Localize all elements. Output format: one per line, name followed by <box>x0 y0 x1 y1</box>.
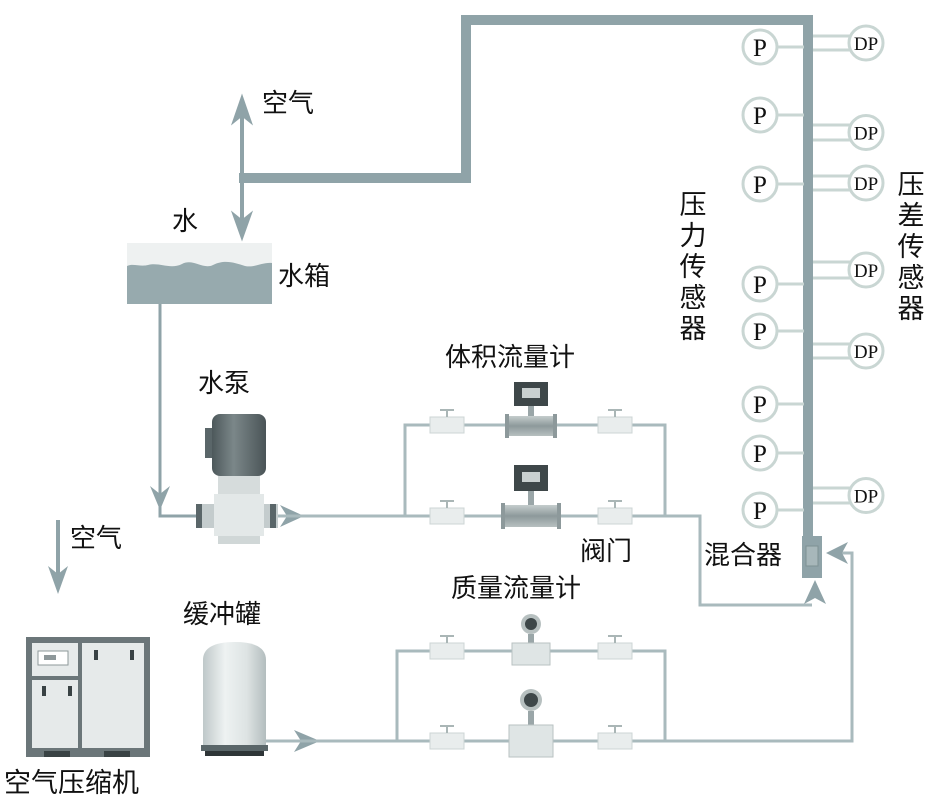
pressure-sensor-text: P <box>753 272 767 299</box>
air-valve-upper-right <box>597 635 633 660</box>
pressure-sensor: P <box>741 312 804 350</box>
air-compressor <box>26 637 150 757</box>
pressure-sensor-label: 压力传感器 <box>675 190 707 345</box>
water-valve-lower-right <box>597 500 633 525</box>
dp-sensor: DP <box>813 251 885 289</box>
water-pump <box>196 414 278 544</box>
water-valve-lower-left <box>429 500 465 525</box>
pressure-sensor-text: P <box>753 103 767 130</box>
pressure-sensor: P <box>741 491 804 529</box>
dp-sensor: DP <box>813 477 885 514</box>
sensor-ring <box>847 251 885 289</box>
air-compressor-label: 空气压缩机 <box>4 768 139 799</box>
dp-sensor: DP <box>813 114 885 151</box>
mass-flowmeter-upper <box>511 614 551 666</box>
water-label: 水 <box>172 207 198 237</box>
pressure-sensor-text: P <box>753 35 767 62</box>
air-vent-arrow <box>230 93 254 242</box>
air-valve-lower-right <box>597 725 633 750</box>
valve-label: 阀门 <box>580 537 632 567</box>
sensor-ring <box>741 28 779 66</box>
mixer-water-inlet-arrow <box>804 580 826 604</box>
buffer-tank <box>201 642 268 756</box>
sensor-ring <box>741 491 779 529</box>
volume-flowmeter-upper <box>505 382 557 438</box>
air-valve-lower-left <box>429 725 465 750</box>
dp-sensor-text: DP <box>854 124 878 145</box>
pressure-sensor-text: P <box>753 441 767 468</box>
sensor-ring <box>741 265 779 303</box>
water-valve-upper-right <box>597 409 633 434</box>
pressure-sensor: P <box>741 96 804 134</box>
pressure-sensor: P <box>741 434 804 472</box>
pressure-sensor: P <box>741 385 804 423</box>
sensor-ring <box>847 332 885 370</box>
air-intake-label: 空气 <box>70 524 122 554</box>
dp-sensor-text: DP <box>854 342 878 363</box>
volume-flowmeter-lower <box>501 465 561 529</box>
water-tank-label: 水箱 <box>278 262 330 292</box>
water-pump-label: 水泵 <box>198 369 250 399</box>
water-valve-upper-left <box>429 409 465 434</box>
dp-sensor: DP <box>813 164 885 202</box>
sensor-ring <box>741 165 779 203</box>
sensor-ring <box>847 24 885 62</box>
pressure-sensor: P <box>741 265 804 303</box>
dp-sensor-text: DP <box>854 487 878 508</box>
svg-text:压力传感器: 压力传感器 <box>675 190 707 345</box>
mass-flowmeter-lower <box>508 689 554 758</box>
sensor-ring <box>741 312 779 350</box>
svg-text:压差传感器: 压差传感器 <box>893 170 925 325</box>
dp-sensor-text: DP <box>854 261 878 282</box>
pressure-sensor-text: P <box>753 172 767 199</box>
mixer <box>802 536 822 578</box>
air-valve-upper-left <box>429 635 465 660</box>
mixer-label: 混合器 <box>704 541 782 571</box>
sensor-ring <box>741 385 779 423</box>
pressure-sensor: P <box>741 28 804 66</box>
main-riser-pipe <box>239 15 813 545</box>
sensor-ring <box>741 96 779 134</box>
water-feed-arrow <box>150 486 170 510</box>
dp-sensor-group: DP DP DP DP DP DP <box>813 24 885 514</box>
mixer-air-inlet-arrow <box>826 542 848 564</box>
sensor-ring <box>741 434 779 472</box>
dp-sensor: DP <box>813 332 885 370</box>
sensor-ring <box>847 477 885 514</box>
sensor-ring <box>847 164 885 202</box>
diff-pressure-sensor-label: 压差传感器 <box>893 170 925 325</box>
dp-sensor-text: DP <box>854 174 878 195</box>
water-feed-pipe <box>158 304 205 518</box>
air-top-label: 空气 <box>262 89 314 119</box>
dp-sensor-text: DP <box>854 34 878 55</box>
dp-sensor: DP <box>813 24 885 62</box>
pressure-sensor: P <box>741 165 804 203</box>
water-tank <box>127 243 272 304</box>
pressure-sensor-text: P <box>753 392 767 419</box>
sensor-ring <box>847 114 885 151</box>
buffer-tank-label: 缓冲罐 <box>183 600 261 630</box>
pressure-sensor-text: P <box>753 319 767 346</box>
pressure-sensor-text: P <box>753 498 767 525</box>
volume-flowmeter-label: 体积流量计 <box>445 343 575 373</box>
air-intake-arrow <box>48 520 68 594</box>
mass-flowmeter-label: 质量流量计 <box>451 574 581 604</box>
